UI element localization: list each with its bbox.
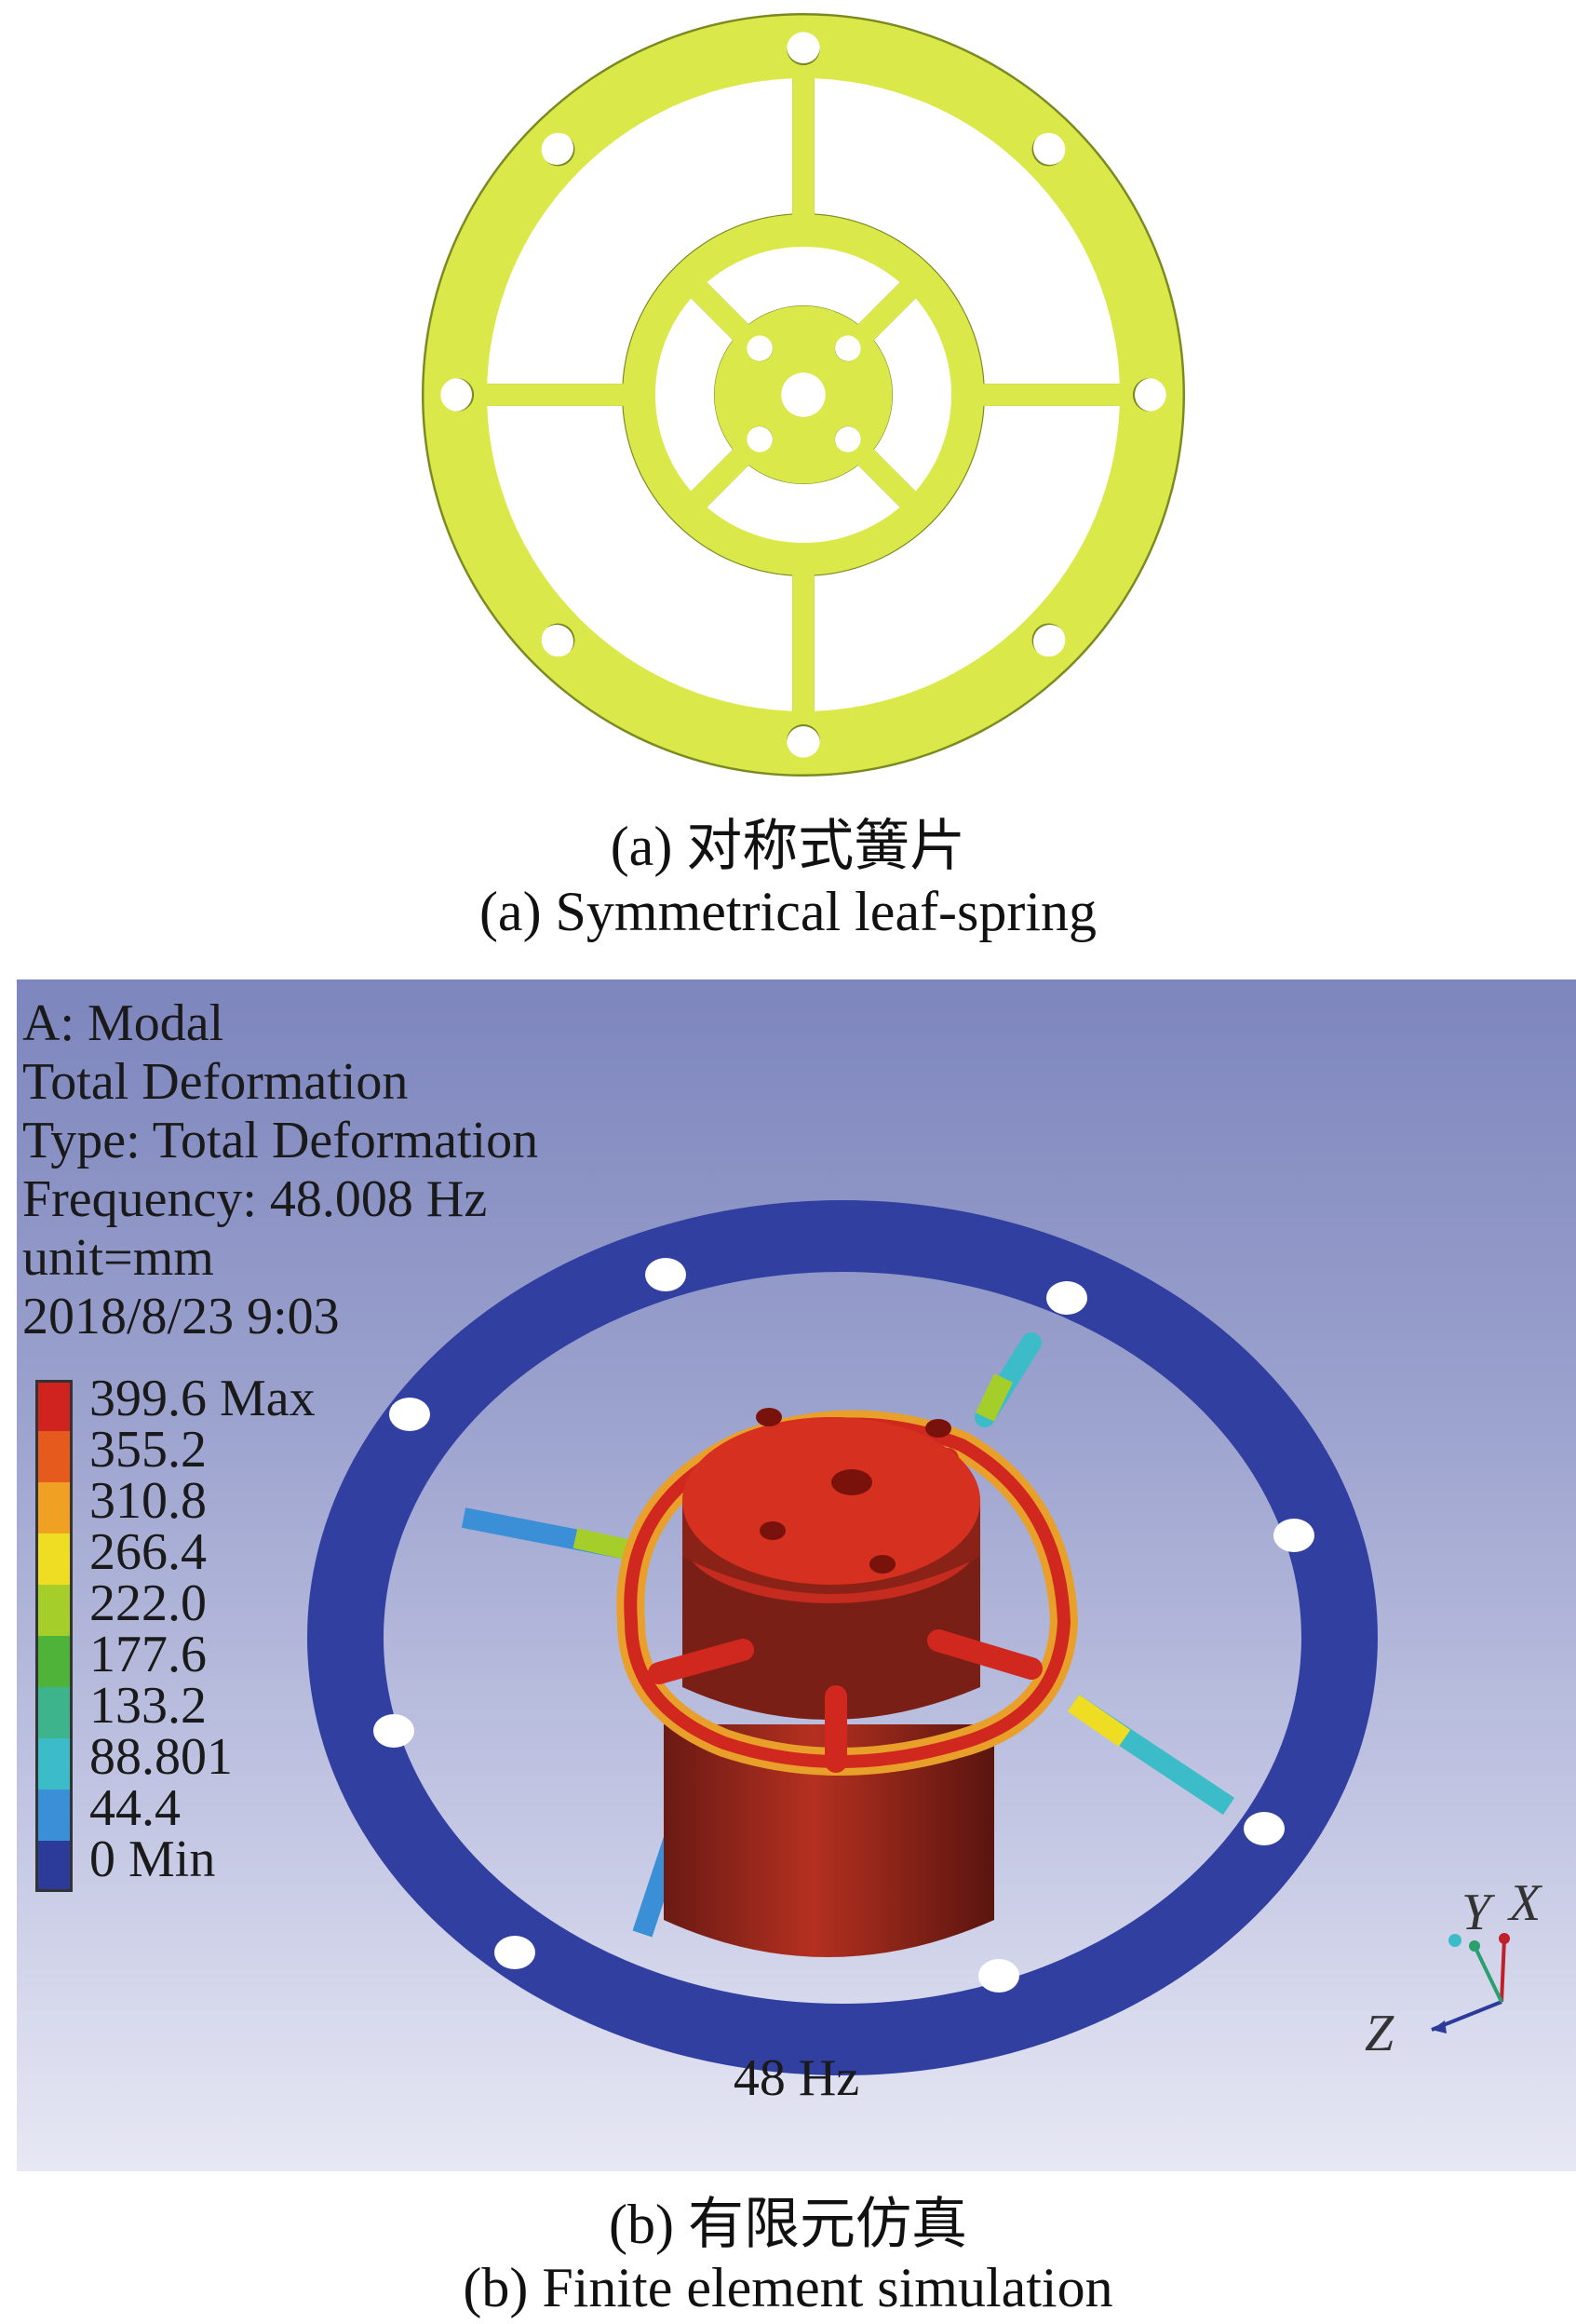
info-line: Total Deformation — [22, 1053, 409, 1111]
legend-swatch — [35, 1687, 73, 1738]
info-line: A: Modal — [22, 994, 224, 1052]
caption-b-cn: (b) 有限元仿真 — [609, 2194, 967, 2255]
legend-swatch — [35, 1482, 73, 1534]
info-line: unit=mm — [22, 1229, 214, 1287]
caption-a-en: (a) Symmetrical leaf-spring — [478, 881, 1098, 942]
legend-label: 310.8 — [89, 1472, 207, 1530]
legend-label: 177.6 — [89, 1626, 207, 1683]
legend-swatch — [35, 1841, 73, 1892]
legend-label: 399.6 Max — [89, 1370, 316, 1427]
info-line: 2018/8/23 9:03 — [22, 1288, 340, 1345]
axis-label-y: Y — [1462, 1884, 1491, 1941]
caption-b-en: (b) Finite element simulation — [463, 2257, 1113, 2318]
legend-swatch — [35, 1380, 73, 1431]
frequency-label: 48 Hz — [733, 2049, 860, 2107]
caption-a-cn: (a) 对称式簧片 — [610, 816, 966, 877]
axis-label-z: Z — [1365, 2005, 1394, 2062]
info-line: Type: Total Deformation — [22, 1112, 539, 1169]
analysis-info: A: Modal Total Deformation Type: Total D… — [22, 994, 538, 1346]
legend-label: 44.4 — [89, 1779, 181, 1837]
legend-label: 222.0 — [89, 1574, 207, 1632]
legend-label: 355.2 — [89, 1421, 207, 1479]
legend-swatch — [35, 1636, 73, 1687]
legend-swatch — [35, 1585, 73, 1636]
axis-label-x: X — [1509, 1874, 1542, 1932]
legend-swatch — [35, 1790, 73, 1841]
info-line: Frequency: 48.008 Hz — [22, 1170, 488, 1228]
legend-swatch — [35, 1431, 73, 1482]
legend-swatch — [35, 1738, 73, 1790]
axis-triad-icon — [1431, 1933, 1510, 2034]
fem-simulation-panel: A: Modal Total Deformation Type: Total D… — [17, 980, 1576, 2171]
legend-label: 0 Min — [89, 1831, 216, 1888]
legend-swatch — [35, 1534, 73, 1585]
fem-model-render — [17, 980, 1576, 2171]
legend-label: 133.2 — [89, 1677, 207, 1735]
legend-label: 266.4 — [89, 1523, 207, 1581]
legend-label: 88.801 — [89, 1728, 233, 1786]
leaf-spring-drawing — [0, 0, 1576, 801]
